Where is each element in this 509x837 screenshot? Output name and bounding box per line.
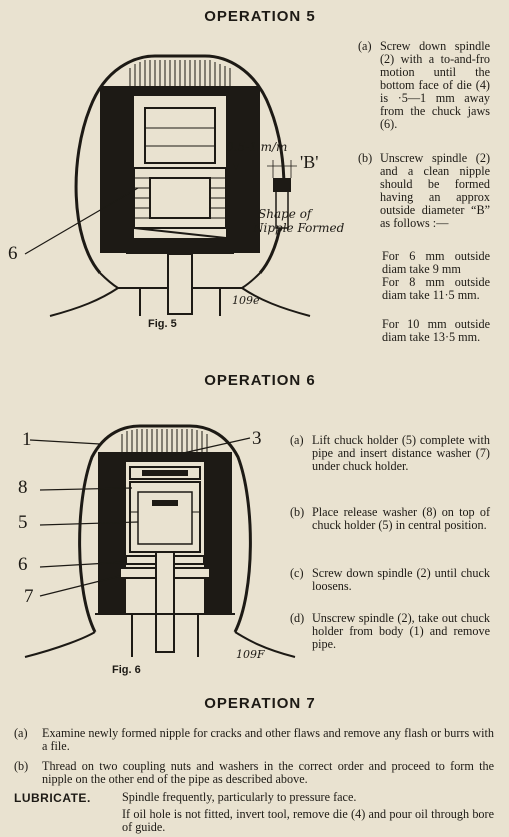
- lubricate-line-1: Spindle frequently, particularly to pres…: [122, 790, 357, 804]
- fig5-nipple-label-1: Shape of: [258, 207, 312, 221]
- fig6-callout-3: 3: [252, 428, 262, 449]
- op7-step-a-label: (a): [14, 726, 28, 740]
- op6-step-a-label: (a): [290, 433, 304, 447]
- op7-step-a: (a) Examine newly formed nipple for crac…: [14, 727, 494, 753]
- lubricate-label: LUBRICATE.: [14, 791, 91, 805]
- fig6-callout-6: 6: [18, 554, 28, 575]
- op6-step-c-text: Screw down spindle (2) until chuck loose…: [312, 566, 490, 593]
- fig6-ref: 109F: [236, 648, 265, 661]
- op5-step-b-label: (b): [358, 151, 373, 165]
- fig5-callout-6: 6: [8, 243, 18, 264]
- op6-step-b-text: Place release washer (8) on top of chuck…: [312, 505, 490, 532]
- op5-step-b: (b) Unscrew spindle (2) and a clean nipp…: [358, 152, 490, 230]
- fig6-callout-5: 5: [18, 512, 28, 533]
- op6-step-c: (c) Screw down spindle (2) until chuck l…: [290, 567, 490, 593]
- op7-title: OPERATION 7: [204, 695, 316, 712]
- fig6-callout-8: 8: [18, 477, 28, 498]
- op5-size-1: For 6 mm outside diam take 9 mm: [382, 249, 490, 276]
- op5-size-2: For 8 mm outside diam take 11·5 mm.: [382, 275, 490, 302]
- fig5-ref: 109e: [232, 294, 260, 307]
- op5-step-a-text: Screw down spindle (2) with a to-and-fro…: [380, 39, 490, 131]
- op5-title: OPERATION 5: [204, 8, 316, 25]
- fig5-dimension-label: 0.5-1 m/m: [226, 140, 288, 154]
- op6-step-d-text: Unscrew spindle (2), take out chuck hold…: [312, 611, 490, 651]
- op7-step-b: (b) Thread on two coupling nuts and wash…: [14, 760, 494, 786]
- op7-step-b-label: (b): [14, 759, 29, 773]
- lubricate-line-2: If oil hole is not fitted, invert tool, …: [122, 807, 494, 834]
- fig5-tool-drawing: [24, 54, 311, 317]
- fig5-b-label: 'B': [300, 152, 319, 172]
- op6-step-d: (d) Unscrew spindle (2), take out chuck …: [290, 612, 490, 651]
- op6-title: OPERATION 6: [204, 372, 316, 389]
- op6-step-b-label: (b): [290, 505, 305, 519]
- op5-step-a: (a) Screw down spindle (2) with a to-and…: [358, 40, 490, 131]
- op7-step-a-text: Examine newly formed nipple for cracks a…: [42, 726, 494, 753]
- fig5-caption: Fig. 5: [148, 318, 177, 330]
- fig6-tool-drawing: [24, 424, 296, 658]
- op5-step-b-text: Unscrew spindle (2) and a clean nipple s…: [380, 151, 490, 230]
- op5-step-a-label: (a): [358, 39, 372, 53]
- op6-step-a-text: Lift chuck holder (5) complete with pipe…: [312, 433, 490, 473]
- fig5-nipple-label-2: Nipple Formed: [253, 221, 345, 235]
- fig6-callout-7: 7: [24, 586, 34, 607]
- op6-step-d-label: (d): [290, 611, 305, 625]
- op6-step-c-label: (c): [290, 566, 304, 580]
- op6-step-b: (b) Place release washer (8) on top of c…: [290, 506, 490, 532]
- fig6-caption: Fig. 6: [112, 664, 141, 676]
- fig6-callout-1: 1: [22, 429, 32, 450]
- op5-size-3: For 10 mm outside diam take 13·5 mm.: [382, 317, 490, 344]
- op6-step-a: (a) Lift chuck holder (5) complete with …: [290, 434, 490, 473]
- op7-step-b-text: Thread on two coupling nuts and washers …: [42, 759, 494, 786]
